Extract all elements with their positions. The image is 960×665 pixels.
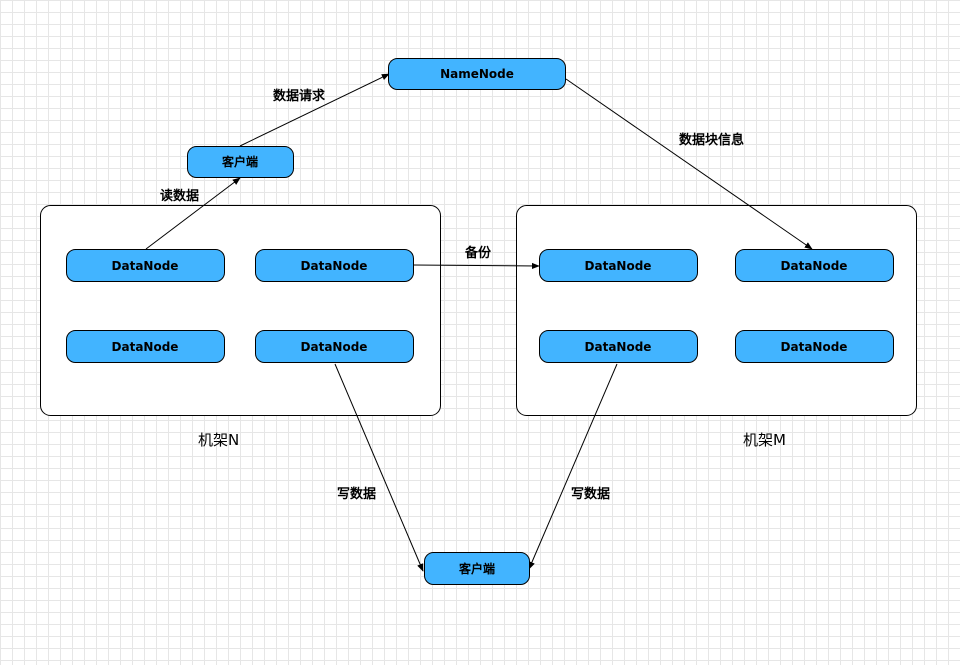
label-write-data-n: 写数据 [337, 486, 376, 502]
datanode-label: DataNode [112, 340, 179, 354]
datanode-label: DataNode [781, 259, 848, 273]
client-top-box[interactable]: 客户端 [187, 146, 294, 178]
datanode-label: DataNode [112, 259, 179, 273]
client-bottom-box[interactable]: 客户端 [424, 552, 530, 585]
datanode-label: DataNode [301, 340, 368, 354]
edge-write-data-n [334, 363, 424, 572]
rack-m-datanode-4[interactable]: DataNode [735, 330, 894, 363]
rack-m-container [516, 205, 917, 416]
rack-m-datanode-2[interactable]: DataNode [735, 249, 894, 282]
rack-n-datanode-3[interactable]: DataNode [66, 330, 225, 363]
label-backup: 备份 [464, 245, 492, 261]
namenode-label: NameNode [440, 67, 514, 81]
rack-n-datanode-1[interactable]: DataNode [66, 249, 225, 282]
edge-data-request [239, 73, 390, 147]
datanode-label: DataNode [781, 340, 848, 354]
edge-write-data-m [528, 363, 618, 570]
rack-n-datanode-2[interactable]: DataNode [255, 249, 414, 282]
rack-n-label: 机架N [198, 431, 239, 449]
datanode-label: DataNode [585, 340, 652, 354]
edge-block-info [565, 78, 813, 250]
datanode-label: DataNode [585, 259, 652, 273]
edge-backup [412, 262, 540, 270]
label-block-info: 数据块信息 [679, 132, 744, 148]
rack-m-datanode-3[interactable]: DataNode [539, 330, 698, 363]
client-top-label: 客户端 [221, 154, 258, 169]
label-read-data: 读数据 [160, 188, 199, 204]
rack-n-datanode-4[interactable]: DataNode [255, 330, 414, 363]
client-bottom-label: 客户端 [458, 561, 495, 576]
rack-m-label: 机架M [743, 431, 786, 449]
namenode-box[interactable]: NameNode [388, 58, 566, 90]
rack-m-datanode-1[interactable]: DataNode [539, 249, 698, 282]
rack-n-container [40, 205, 441, 416]
label-data-request: 数据请求 [273, 88, 326, 104]
label-write-data-m: 写数据 [571, 486, 610, 502]
datanode-label: DataNode [301, 259, 368, 273]
edge-read-data [145, 177, 241, 250]
